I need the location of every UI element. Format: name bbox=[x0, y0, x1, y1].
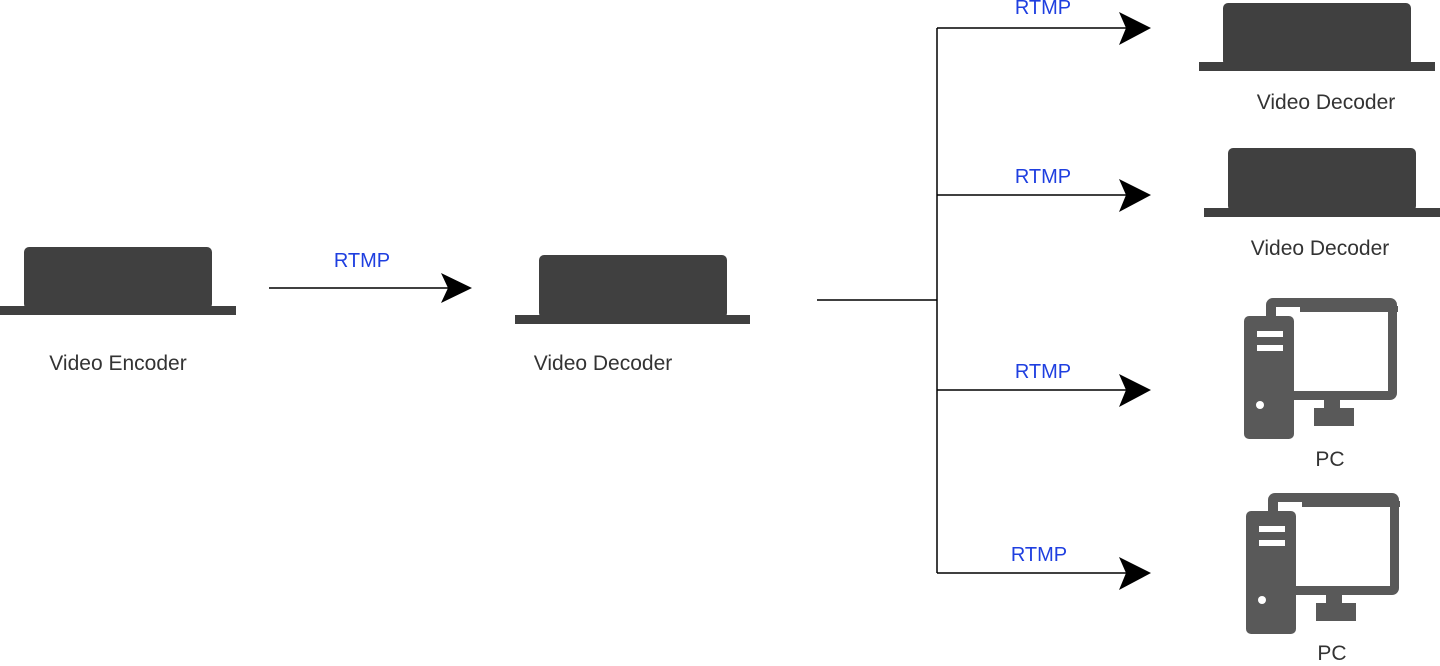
branch-arrow-2 bbox=[937, 179, 1151, 212]
output-label-1: Video Decoder bbox=[1256, 91, 1396, 114]
main-link-arrow bbox=[269, 273, 472, 303]
branch-protocol-3: RTMP bbox=[1014, 361, 1072, 383]
decoder-box-icon bbox=[515, 255, 750, 324]
desktop-pc-icon bbox=[1244, 298, 1398, 439]
output-label-3: PC bbox=[1315, 448, 1345, 471]
branch-protocol-2: RTMP bbox=[1014, 166, 1072, 188]
encoder-label: Video Encoder bbox=[49, 352, 187, 375]
desktop-pc-icon bbox=[1246, 493, 1400, 634]
branch-arrow-4 bbox=[937, 557, 1151, 590]
decoder-box-icon bbox=[1204, 148, 1440, 217]
branch-arrow-3 bbox=[937, 374, 1151, 407]
branch-protocol-4: RTMP bbox=[1010, 544, 1068, 566]
branch-protocol-1: RTMP bbox=[1014, 0, 1072, 19]
branch-arrow-1 bbox=[937, 12, 1151, 45]
main-link-protocol: RTMP bbox=[333, 250, 391, 272]
encoder-box-icon bbox=[0, 247, 236, 315]
fanout-trunk bbox=[817, 28, 938, 573]
decoder-box-icon bbox=[1199, 3, 1435, 71]
output-label-4: PC bbox=[1317, 642, 1347, 665]
hub-decoder-label: Video Decoder bbox=[533, 352, 673, 375]
output-label-2: Video Decoder bbox=[1250, 237, 1390, 260]
